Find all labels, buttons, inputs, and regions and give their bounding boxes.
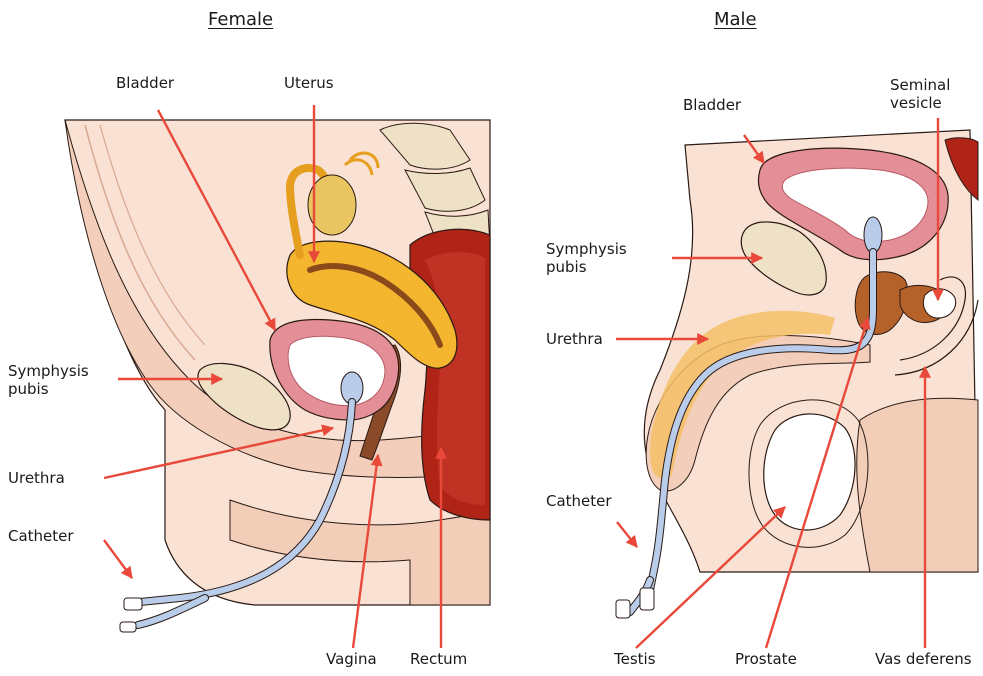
label-male-bladder: Bladder [683, 96, 741, 114]
label-female-uterus: Uterus [284, 74, 334, 92]
label-female-bladder: Bladder [116, 74, 174, 92]
label-female-catheter: Catheter [8, 527, 74, 545]
label-male-urethra: Urethra [546, 330, 603, 348]
label-male-seminal-vesicle: Seminal vesicle [890, 76, 950, 112]
label-female-symphysis-pubis: Symphysis pubis [8, 362, 89, 398]
label-male-vas-deferens: Vas deferens [875, 650, 972, 668]
male-thigh [857, 398, 978, 572]
label-female-rectum: Rectum [410, 650, 467, 668]
female-title: Female [208, 9, 273, 30]
male-title: Male [714, 9, 757, 30]
male-seminal-vesicle [923, 289, 955, 318]
arrow-male-catheter [617, 522, 637, 547]
label-male-symphysis-pubis: Symphysis pubis [546, 240, 627, 276]
label-male-prostate: Prostate [735, 650, 797, 668]
label-male-catheter: Catheter [546, 492, 612, 510]
label-female-vagina: Vagina [326, 650, 377, 668]
female-anatomy [65, 120, 490, 632]
label-male-testis: Testis [614, 650, 656, 668]
label-female-urethra: Urethra [8, 469, 65, 487]
arrow-female-catheter [104, 540, 132, 578]
